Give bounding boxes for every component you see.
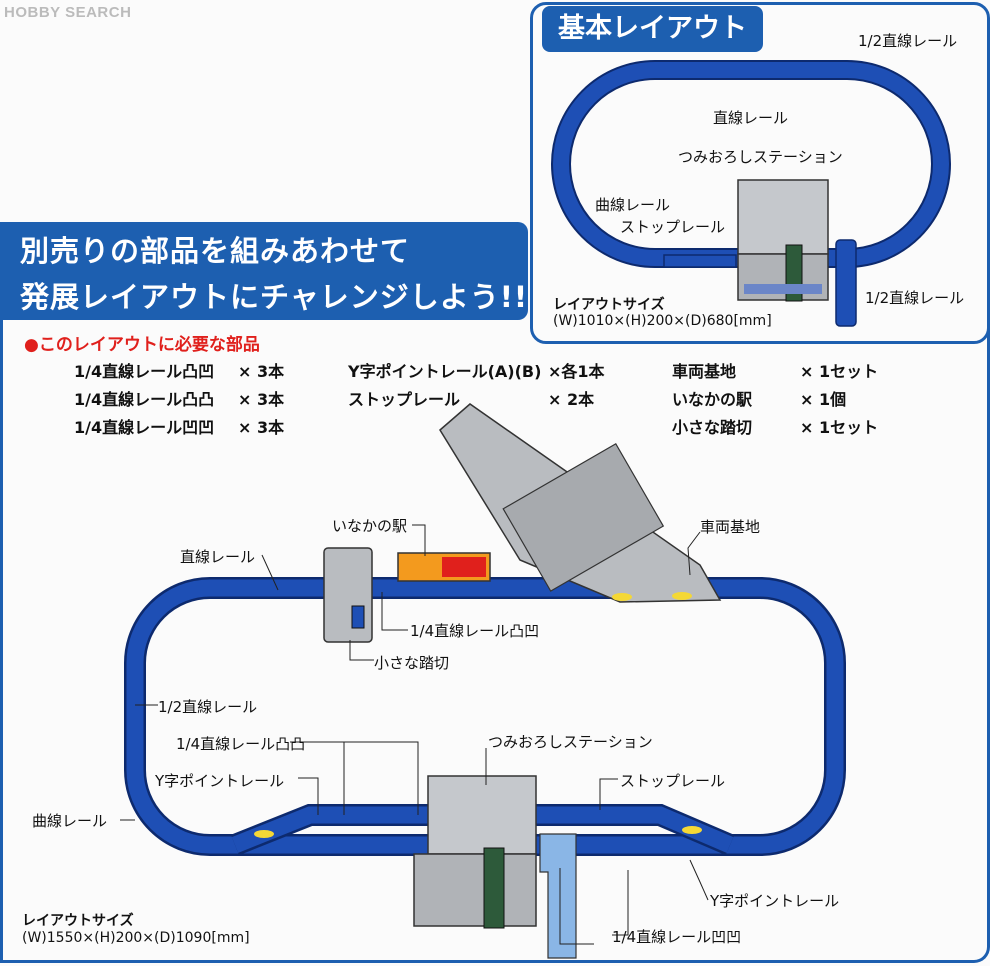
- parts-title: ●このレイアウトに必要な部品: [24, 335, 260, 355]
- part-name: 1/4直線レール凸凹: [74, 362, 215, 381]
- part-qty: × 3本: [238, 362, 285, 381]
- basic-layout-title: 基本レイアウト: [542, 6, 763, 52]
- adv-size-value: (W)1550×(H)200×(D)1090[mm]: [22, 930, 250, 946]
- advanced-inaka-station: [397, 552, 491, 582]
- basic-spur-track: [663, 239, 857, 327]
- part-qty: × 3本: [238, 390, 285, 409]
- advanced-depot: [439, 403, 722, 603]
- adv-label-station: つみおろしステーション: [488, 733, 653, 751]
- basic-label-station: つみおろしステーション: [678, 148, 843, 166]
- advanced-outer-track: [124, 577, 846, 856]
- adv-label-depot: 車両基地: [700, 518, 761, 536]
- part-name: 1/4直線レール凸凸: [74, 390, 215, 409]
- basic-size-value: (W)1010×(H)200×(D)680[mm]: [553, 313, 772, 329]
- adv-label-straight: 直線レール: [180, 548, 256, 566]
- adv-label-half: 1/2直線レール: [158, 698, 258, 716]
- main-frame: [0, 320, 990, 963]
- advanced-station: [413, 775, 577, 959]
- basic-label-half-straight-top: 1/2直線レール: [858, 32, 958, 50]
- part-qty: × 1セット: [800, 418, 879, 437]
- part-name: Y字ポイントレール(A)(B): [348, 362, 542, 381]
- adv-label-stop: ストップレール: [620, 772, 726, 790]
- advanced-crossing: [323, 547, 373, 643]
- adv-label-y-point-left: Y字ポイントレール: [155, 772, 285, 790]
- adv-label-y-point-right: Y字ポイントレール: [710, 892, 840, 910]
- part-qty: × 3本: [238, 418, 285, 437]
- banner: [0, 222, 528, 320]
- part-qty: × 1個: [800, 390, 847, 409]
- part-qty: × 2本: [548, 390, 595, 409]
- adv-label-quarter-convex: 1/4直線レール凸凸: [176, 735, 306, 753]
- banner-line-1: 別売りの部品を組みあわせて: [20, 234, 411, 268]
- adv-label-crossing: 小さな踏切: [374, 654, 450, 672]
- basic-label-straight: 直線レール: [713, 109, 789, 127]
- adv-label-quarter-conv: 1/4直線レール凸凹: [410, 622, 540, 640]
- watermark: HOBBY SEARCH: [4, 4, 132, 21]
- part-qty: ×各1本: [548, 362, 605, 381]
- part-name: 1/4直線レール凹凹: [74, 418, 215, 437]
- adv-label-quarter-concave: 1/4直線レール凹凹: [612, 928, 742, 946]
- adv-label-inaka: いなかの駅: [332, 517, 408, 535]
- basic-station: [737, 179, 829, 302]
- part-name: いなかの駅: [672, 390, 753, 409]
- basic-label-stop: ストップレール: [620, 218, 726, 236]
- part-name: ストップレール: [348, 390, 461, 409]
- part-name: 小さな踏切: [672, 418, 753, 437]
- part-qty: × 1セット: [800, 362, 879, 381]
- leader-lines: [120, 524, 709, 945]
- basic-size-title: レイアウトサイズ: [553, 297, 665, 313]
- basic-label-half-straight-right: 1/2直線レール: [865, 289, 965, 307]
- banner-line-2: 発展レイアウトにチャレンジしよう!!: [20, 280, 529, 314]
- part-name: 車両基地: [672, 362, 737, 381]
- adv-label-curve: 曲線レール: [32, 812, 108, 830]
- basic-label-curve: 曲線レール: [595, 196, 671, 214]
- adv-size-title: レイアウトサイズ: [22, 913, 134, 929]
